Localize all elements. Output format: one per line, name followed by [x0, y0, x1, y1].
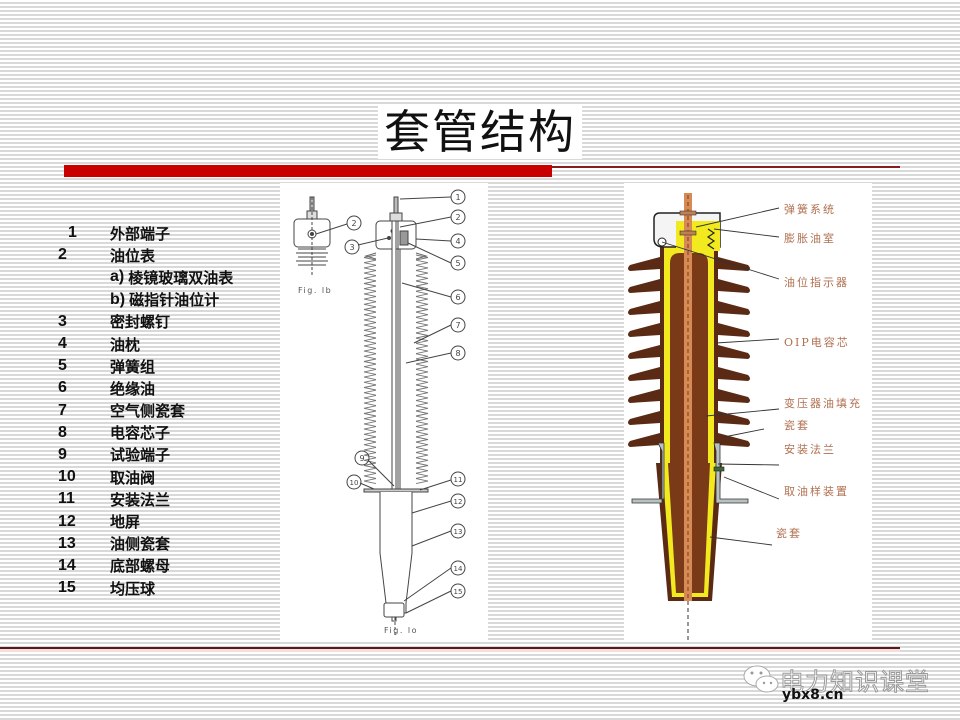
legend-number: 6: [58, 379, 67, 397]
legend-number: 9: [58, 445, 67, 463]
legend-number: 15: [58, 579, 76, 597]
legend-item: 14 底部螺母: [56, 555, 281, 577]
callout-11: 11: [454, 476, 463, 484]
legend-number: 13: [58, 534, 76, 552]
watermark-text: 电力知识课堂: [780, 668, 930, 697]
legend-number: 5: [58, 357, 67, 375]
legend-item: 5 弹簧组: [56, 355, 281, 377]
legend-number: 1: [68, 224, 77, 242]
legend-number: 11: [58, 490, 75, 508]
legend-item: 6 绝缘油: [56, 377, 281, 399]
watermark: 电力知识课堂 ybx8.cn: [740, 660, 940, 703]
fig-b-caption: Fig. lb: [298, 286, 332, 295]
label-oip-core: OIP电容芯: [784, 336, 850, 349]
callout-5: 5: [455, 259, 460, 268]
legend-item: 1 外部端子: [56, 222, 281, 244]
slide-title: 套管结构: [0, 96, 960, 162]
legend-label: 绝缘油: [110, 379, 156, 398]
label-expansion-chamber: 膨胀油室: [784, 232, 836, 245]
title-divider-line: [552, 166, 900, 168]
callout-13: 13: [454, 528, 463, 536]
wechat-icon: [743, 665, 779, 693]
callout-8: 8: [455, 349, 460, 358]
bushing-cross-section-icon: [628, 193, 780, 640]
bushing-technical-drawing: 2 1 2 3 4 5 6 7 8 9 10 11 12 13 14 15 Fi…: [280, 183, 488, 640]
legend-item: 11 安装法兰: [56, 488, 281, 510]
bushing-line-drawing-icon: 2 1 2 3 4 5 6 7 8 9 10 11 12 13 14 15 Fi…: [293, 189, 466, 635]
legend-number: 8: [58, 423, 67, 441]
callout-7: 7: [455, 321, 460, 330]
legend-number: 2: [58, 246, 67, 264]
legend-item: 13 油侧瓷套: [56, 533, 281, 555]
legend-item: 15 均压球: [56, 577, 281, 599]
legend-label: 弹簧组: [110, 357, 156, 376]
label-oil-sampling-device: 取油样装置: [784, 485, 849, 498]
legend-number: 10: [58, 468, 76, 486]
legend-label: 油侧瓷套: [110, 535, 171, 554]
legend-subitem: b)磁指针油位计: [56, 289, 281, 311]
footer-divider-line: [0, 647, 900, 649]
legend-item: 2 油位表: [56, 244, 281, 266]
label-spring-system: 弹簧系统: [784, 203, 836, 216]
callout-6: 6: [455, 293, 460, 302]
callout-3: 3: [349, 243, 354, 252]
legend-label: 均压球: [110, 579, 156, 598]
fig-b-callout: 2: [351, 219, 356, 228]
legend-label: 外部端子: [110, 224, 171, 243]
legend-item: 12 地屏: [56, 510, 281, 532]
legend-label: 棱镜玻璃双油表: [128, 268, 234, 287]
legend-item: 10 取油阀: [56, 466, 281, 488]
legend-number: 3: [58, 312, 67, 330]
legend-item: 4 油枕: [56, 333, 281, 355]
label-porcelain-upper: 瓷套: [784, 419, 810, 432]
legend-label: 密封螺钉: [110, 313, 171, 332]
bushing-cross-section-diagram: 弹簧系统 膨胀油室 油位指示器 OIP电容芯 变压器油填充 瓷套 安装法兰 取油…: [624, 183, 872, 640]
legend-label: 试验端子: [110, 446, 171, 465]
callout-4: 4: [455, 237, 460, 246]
label-mounting-flange: 安装法兰: [784, 443, 836, 456]
legend-number: 12: [58, 512, 76, 530]
legend-item: 7 空气侧瓷套: [56, 400, 281, 422]
label-porcelain-lower: 瓷套: [776, 527, 802, 540]
legend-label: 安装法兰: [110, 490, 171, 509]
legend-label: 取油阀: [110, 468, 156, 487]
legend-label: 电容芯子: [110, 424, 171, 443]
label-transformer-oil-fill: 变压器油填充: [784, 397, 862, 410]
legend-label: 油枕: [110, 335, 141, 354]
legend-label: 底部螺母: [110, 557, 171, 576]
legend-label: 油位表: [110, 246, 156, 265]
legend-label: 空气侧瓷套: [110, 402, 186, 421]
callout-12: 12: [454, 498, 463, 506]
title-accent-bar: [64, 165, 552, 177]
callout-14: 14: [454, 565, 463, 573]
callout-9: 9: [359, 454, 364, 463]
callout-1: 1: [455, 193, 460, 202]
footer-divider-shadow: [0, 649, 900, 652]
legend-item: 3 密封螺钉: [56, 311, 281, 333]
legend-sub-marker: a): [110, 268, 125, 286]
slide-title-text: 套管结构: [378, 105, 582, 159]
legend-label: 磁指针油位计: [129, 291, 220, 310]
fig-a-caption: Fig. lo: [384, 626, 418, 635]
legend-sub-marker: b): [110, 290, 126, 308]
legend-subitem: a)棱镜玻璃双油表: [56, 266, 281, 288]
callout-10: 10: [350, 479, 359, 487]
legend-item: 8 电容芯子: [56, 422, 281, 444]
callout-2: 2: [455, 213, 460, 222]
legend-label: 地屏: [110, 513, 141, 532]
legend-number: 14: [58, 556, 76, 574]
legend-number: 4: [58, 335, 67, 353]
callout-15: 15: [454, 588, 463, 596]
legend-number: 7: [58, 401, 67, 419]
watermark-url: ybx8.cn: [782, 687, 844, 703]
legend-item: 9 试验端子: [56, 444, 281, 466]
label-oil-level-indicator: 油位指示器: [784, 276, 849, 289]
